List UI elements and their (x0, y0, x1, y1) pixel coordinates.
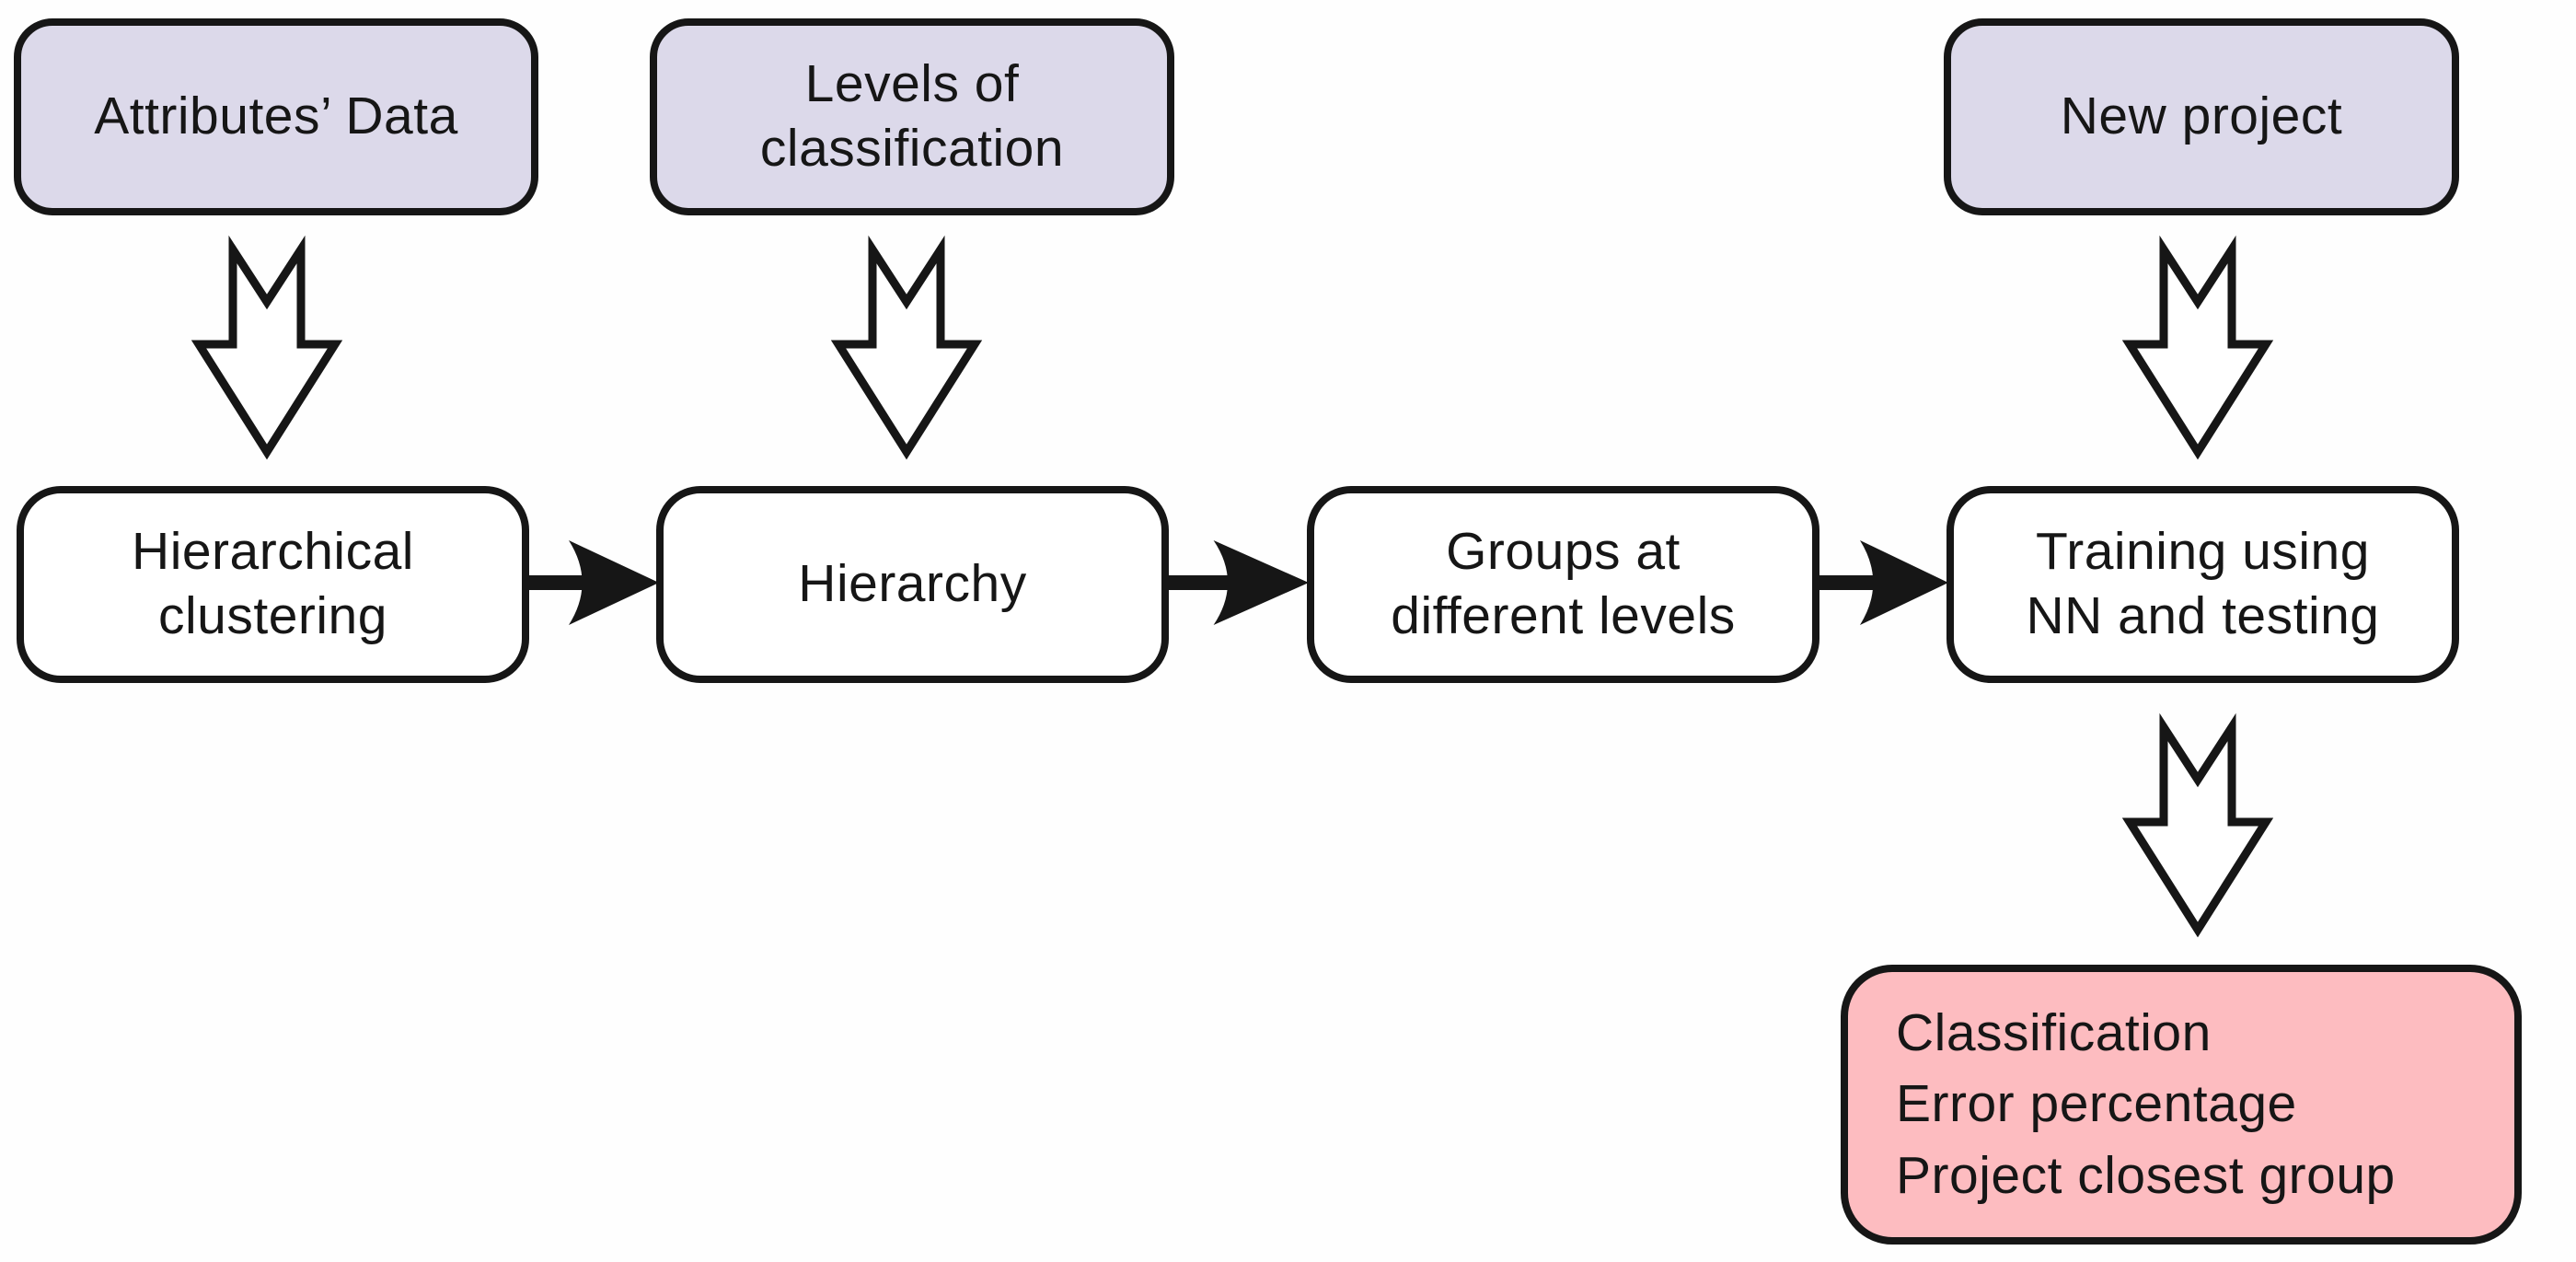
box-label: Hierarchical clustering (132, 522, 414, 645)
input-box-new-project: New project (1944, 18, 2459, 215)
right-arrow-icon (1817, 540, 1948, 625)
process-box-training-nn-testing: Training using NN and testing (1946, 486, 2459, 683)
box-label: Groups at different levels (1391, 522, 1736, 645)
output-lines: Classification Error percentage Project … (1896, 998, 2396, 1212)
down-arrow-icon (2121, 235, 2274, 460)
box-label: Training using NN and testing (2026, 522, 2380, 645)
output-line: Project closest group (1896, 1145, 2396, 1205)
process-box-hierarchical-clustering: Hierarchical clustering (17, 486, 529, 683)
input-box-attributes-data: Attributes’ Data (14, 18, 538, 215)
down-arrow-icon (830, 235, 983, 460)
process-box-hierarchy: Hierarchy (656, 486, 1169, 683)
output-line: Classification (1896, 1002, 2212, 1062)
output-line: Error percentage (1896, 1074, 2297, 1134)
process-box-groups-at-different-levels: Groups at different levels (1307, 486, 1819, 683)
box-label: New project (2060, 87, 2343, 146)
box-label: Attributes’ Data (94, 87, 458, 146)
input-box-levels-of-classification: Levels of classification (650, 18, 1174, 215)
box-label: Levels of classification (759, 54, 1065, 178)
right-arrow-icon (1167, 540, 1309, 625)
down-arrow-icon (2121, 712, 2274, 938)
right-arrow-icon (525, 540, 659, 625)
box-label: Hierarchy (798, 554, 1027, 614)
down-arrow-icon (191, 235, 343, 460)
output-box-classification-results: Classification Error percentage Project … (1841, 965, 2522, 1245)
